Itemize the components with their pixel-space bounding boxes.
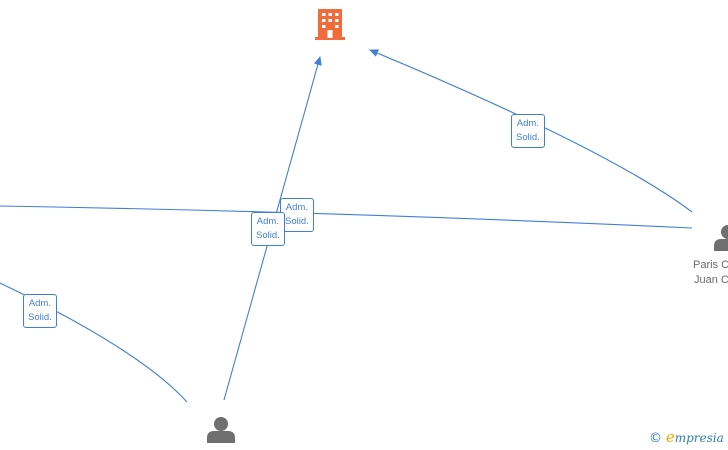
company-node[interactable] bbox=[315, 9, 345, 40]
brand-logo-text: mpresia bbox=[674, 431, 724, 445]
person-bottom-node[interactable] bbox=[207, 417, 235, 443]
person-name-line: Paris C bbox=[693, 259, 728, 271]
edge-label-line: Adm. bbox=[516, 118, 539, 129]
edge-right-to-company bbox=[369, 49, 693, 213]
edge-label-line: Solid. bbox=[28, 312, 52, 323]
edge-label-adm-solid: Adm. Solid. bbox=[280, 198, 314, 232]
edge-label-adm-solid: Adm. Solid. bbox=[23, 294, 57, 328]
edge-label-line: Adm. bbox=[256, 216, 279, 227]
person-icon bbox=[207, 417, 235, 443]
person-name-line: Juan C bbox=[694, 274, 728, 286]
edge-right-to-left bbox=[0, 205, 693, 229]
brand-logo-initial: e bbox=[665, 428, 675, 446]
edge-label-line: Adm. bbox=[285, 202, 308, 213]
edge-label-line: Solid. bbox=[285, 216, 309, 227]
building-windows bbox=[322, 13, 339, 38]
edge-label-adm-solid: Adm. Solid. bbox=[511, 114, 545, 148]
edge-label-adm-solid: Adm. Solid. bbox=[251, 212, 285, 246]
person-icon bbox=[714, 225, 728, 251]
edge-label-line: Solid. bbox=[516, 132, 540, 143]
person-right-node[interactable] bbox=[714, 225, 728, 251]
edge-label-line: Adm. bbox=[28, 298, 51, 309]
person-right-name[interactable]: Paris C Juan C bbox=[693, 258, 728, 288]
empresia-watermark: © empresia bbox=[649, 428, 724, 446]
edge-label-line: Solid. bbox=[256, 230, 280, 241]
copyright-symbol: © bbox=[649, 431, 662, 446]
